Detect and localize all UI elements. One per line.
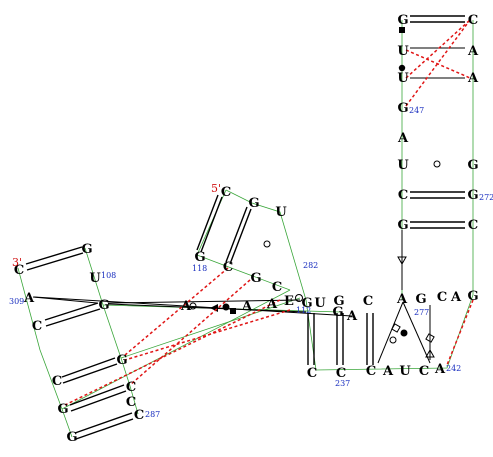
nucleotide: C — [398, 188, 408, 203]
nucleotide: U — [397, 44, 409, 59]
triangle-marker-1 — [397, 256, 407, 266]
nucleotide: A — [467, 44, 479, 59]
square-marker-1 — [399, 27, 405, 33]
nucleotide: G — [467, 188, 478, 203]
three-prime-label: 3' — [12, 256, 22, 269]
square-marker-3 — [391, 323, 401, 333]
position-number: 287 — [145, 410, 160, 419]
nucleotide: C — [366, 364, 376, 379]
nucleotide: U — [314, 296, 326, 311]
nucleotide: C — [468, 13, 478, 28]
nucleotide: G — [467, 158, 478, 173]
nucleotide: G — [57, 402, 68, 417]
position-number: 242 — [446, 364, 461, 373]
nucleotide: G — [415, 292, 426, 307]
nucleotide: G — [250, 271, 261, 286]
nucleotide: A — [266, 297, 278, 312]
nucleotide: A — [180, 299, 192, 314]
nucleotide: G — [332, 305, 343, 320]
nucleotide: C — [14, 263, 24, 278]
nucleotide: G — [194, 250, 205, 265]
nucleotide: A — [450, 290, 462, 305]
circle-marker-3 — [263, 240, 271, 248]
nucleotide: U — [397, 71, 409, 86]
nucleotide: A — [346, 309, 358, 324]
position-number: 247 — [409, 106, 424, 115]
nucleotide: C — [126, 395, 136, 410]
position-number: 272 — [479, 193, 493, 202]
circle-marker-1 — [398, 64, 406, 72]
nucleotide: G — [397, 218, 408, 233]
nucleotide: U — [399, 364, 411, 379]
nucleotide: C — [419, 364, 429, 379]
nucleotide: G — [81, 242, 92, 257]
circle-marker-6 — [295, 294, 303, 302]
triangle-marker-2 — [210, 304, 218, 312]
pair-symbols — [189, 27, 441, 358]
position-number: 277 — [414, 308, 429, 317]
nucleotide: C — [221, 185, 231, 200]
square-marker-2 — [230, 308, 236, 314]
circle-marker-7 — [389, 336, 397, 344]
nucleotide: C — [52, 374, 62, 389]
tertiary-interactions — [64, 19, 474, 406]
nucleotide: A — [467, 71, 479, 86]
circle-marker-8 — [400, 329, 408, 337]
nucleotide: G — [397, 13, 408, 28]
nucleotide: G — [248, 196, 259, 211]
nucleotide: C — [468, 218, 478, 233]
nucleotide: C — [134, 408, 144, 423]
nucleotide: C — [272, 280, 282, 295]
nucleotide: A — [434, 362, 446, 377]
nucleotide: C — [307, 366, 317, 381]
nucleotide: C — [126, 380, 136, 395]
watson-crick-pairs — [25, 15, 465, 440]
nucleotide-layer: G C U A U A G A U G C G G C C G U G C G … — [14, 13, 479, 445]
position-number: 112 — [296, 306, 311, 315]
nucleotide: U — [275, 205, 287, 220]
position-number: 108 — [101, 271, 116, 280]
square-marker-4 — [425, 333, 435, 343]
nucleotide: C — [223, 260, 233, 275]
nucleotide: G — [467, 289, 478, 304]
nucleotide: C — [437, 290, 447, 305]
nucleotide: G — [333, 294, 344, 309]
nucleotide: E — [284, 294, 294, 309]
nucleotide: G — [66, 430, 77, 445]
nucleotide: A — [397, 131, 409, 146]
position-number: 118 — [192, 264, 207, 273]
nucleotide: A — [382, 364, 394, 379]
nucleotide: G — [116, 353, 127, 368]
position-number: 237 — [335, 379, 350, 388]
nucleotide: A — [23, 291, 35, 306]
triangle-marker-3 — [425, 348, 435, 358]
position-numbers: 247 272 118 108 309 282 112 277 237 242 … — [9, 106, 493, 419]
circle-marker-2 — [433, 160, 441, 168]
nucleotide: A — [396, 292, 408, 307]
nucleotide: A — [241, 299, 253, 314]
nucleotide: G — [397, 101, 408, 116]
position-number: 309 — [9, 297, 24, 306]
nucleotide: C — [363, 294, 373, 309]
nucleotide: G — [301, 296, 312, 311]
circle-marker-5 — [189, 302, 197, 310]
nucleotide: U — [89, 271, 101, 286]
nucleotide: C — [336, 366, 346, 381]
circle-marker-4 — [222, 303, 230, 311]
five-prime-label: 5' — [211, 182, 221, 195]
nucleotide: C — [32, 319, 42, 334]
position-number: 282 — [303, 261, 318, 270]
nucleotide: G — [98, 298, 109, 313]
nucleotide: U — [397, 158, 409, 173]
